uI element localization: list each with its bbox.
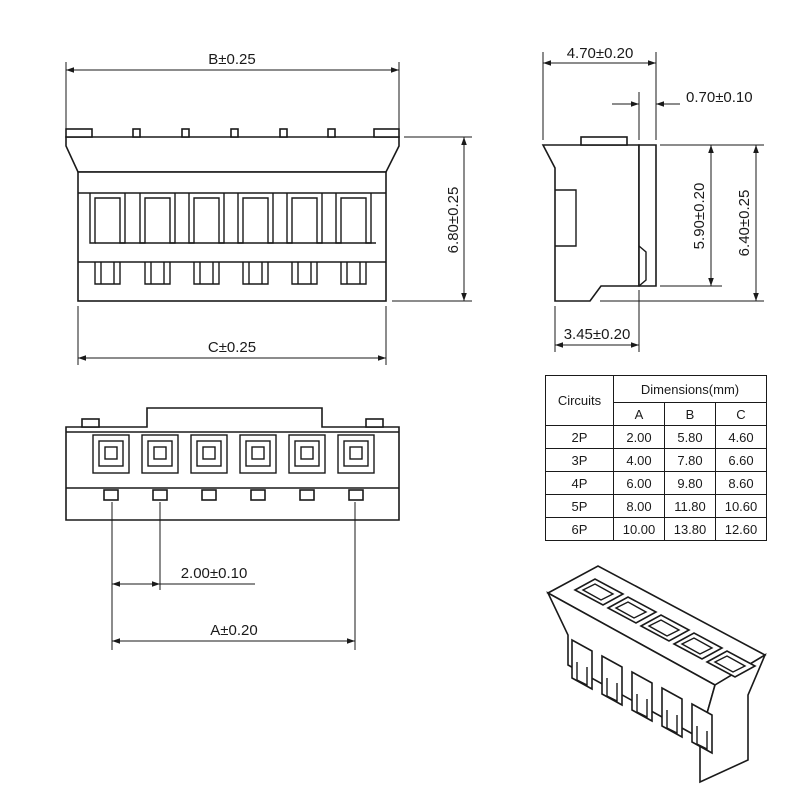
cell-circuits: 5P (545, 494, 614, 518)
dim-b-label: B±0.25 (208, 51, 255, 68)
front-tooth (279, 128, 288, 138)
cell-a: 2.00 (613, 425, 665, 449)
table-row: 4P 6.00 9.80 8.60 (545, 471, 767, 495)
dim-a-label: A±0.20 (210, 622, 257, 639)
cell-b: 5.80 (664, 425, 716, 449)
front-tooth (327, 128, 336, 138)
front-tooth (65, 128, 93, 138)
front-tooth (132, 128, 141, 138)
cell-c: 12.60 (715, 517, 767, 541)
side-wall (638, 144, 657, 287)
front-view: B±0.25 C±0.25 6.80±0.25 (65, 51, 472, 365)
table-row: 3P 4.00 7.80 6.60 (545, 448, 767, 472)
dimensions-header: Dimensions(mm) (613, 375, 767, 403)
front-tooth (181, 128, 190, 138)
table-row: 2P 2.00 5.80 4.60 (545, 425, 767, 449)
side-body (541, 144, 640, 302)
cell-circuits: 2P (545, 425, 614, 449)
dim-h1-label: 5.90±0.20 (691, 183, 708, 250)
cell-c: 6.60 (715, 448, 767, 472)
col-c-header: C (715, 402, 767, 426)
bottom-body (65, 407, 400, 521)
dim-pitch-label: 2.00±0.10 (181, 565, 248, 582)
cell-circuits: 3P (545, 448, 614, 472)
cell-circuits: 6P (545, 517, 614, 541)
dim-depth-label: 4.70±0.20 (567, 45, 634, 62)
cell-a: 8.00 (613, 494, 665, 518)
cell-circuits: 4P (545, 471, 614, 495)
cell-b: 7.80 (664, 448, 716, 472)
front-top-teeth (65, 128, 400, 138)
front-body (77, 171, 387, 302)
front-tooth (230, 128, 239, 138)
cell-b: 13.80 (664, 517, 716, 541)
isometric-view (546, 565, 767, 784)
cell-c: 4.60 (715, 425, 767, 449)
dim-height-label: 6.80±0.25 (445, 187, 462, 254)
bottom-cavities (92, 434, 375, 501)
cell-a: 10.00 (613, 517, 665, 541)
cell-c: 10.60 (715, 494, 767, 518)
table-row: 5P 8.00 11.80 10.60 (545, 494, 767, 518)
cell-b: 9.80 (664, 471, 716, 495)
dimensions-table: Circuits Dimensions(mm) A B C 2P 2.00 5.… (545, 375, 767, 541)
side-view: 4.70±0.20 0.70±0.10 5.90±0.20 6.40±0.25 … (541, 45, 764, 352)
front-slots (89, 193, 376, 285)
cell-c: 8.60 (715, 471, 767, 495)
front-top-flange (65, 136, 400, 173)
bottom-tab-right (365, 418, 384, 428)
dim-c-label: C±0.25 (208, 339, 256, 356)
col-a-header: A (613, 402, 665, 426)
dim-h2-label: 6.40±0.25 (736, 190, 753, 257)
circuits-header: Circuits (545, 375, 614, 426)
front-tooth (373, 128, 400, 138)
dim-wall-label: 0.70±0.10 (686, 89, 753, 106)
col-b-header: B (664, 402, 716, 426)
cell-a: 6.00 (613, 471, 665, 495)
bottom-view: 2.00±0.10 A±0.20 (65, 407, 400, 650)
table-row: 6P 10.00 13.80 12.60 (545, 517, 767, 541)
side-top-tab (580, 136, 628, 146)
dim-base-label: 3.45±0.20 (564, 326, 631, 343)
cell-b: 11.80 (664, 494, 716, 518)
cell-a: 4.00 (613, 448, 665, 472)
bottom-tab-left (81, 418, 100, 428)
